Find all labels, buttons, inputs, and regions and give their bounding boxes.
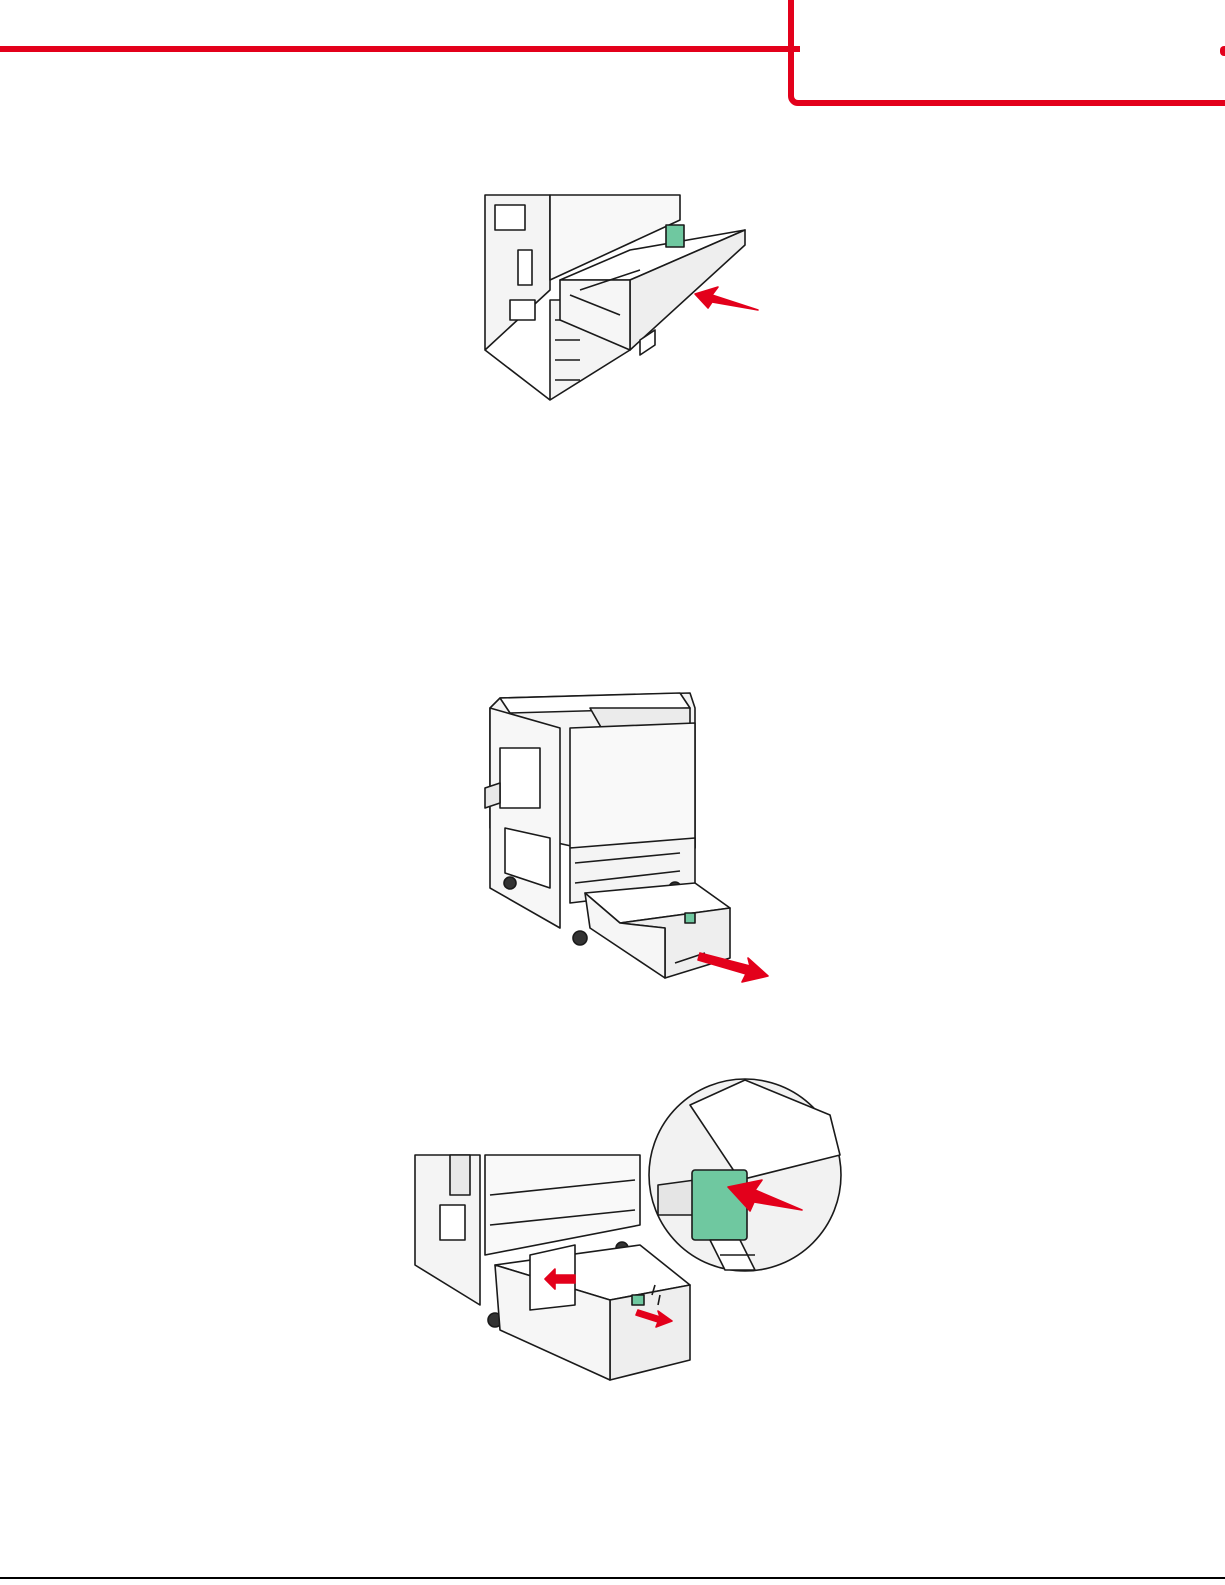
header-box-mark — [1220, 46, 1225, 56]
tray-guide-adjust-illustration — [410, 1075, 845, 1385]
tray-remove-illustration — [480, 688, 770, 983]
tray-insert-illustration — [480, 190, 765, 405]
header-rule — [0, 46, 800, 52]
header-box — [788, 0, 1225, 106]
footer-rule — [0, 1577, 1225, 1579]
